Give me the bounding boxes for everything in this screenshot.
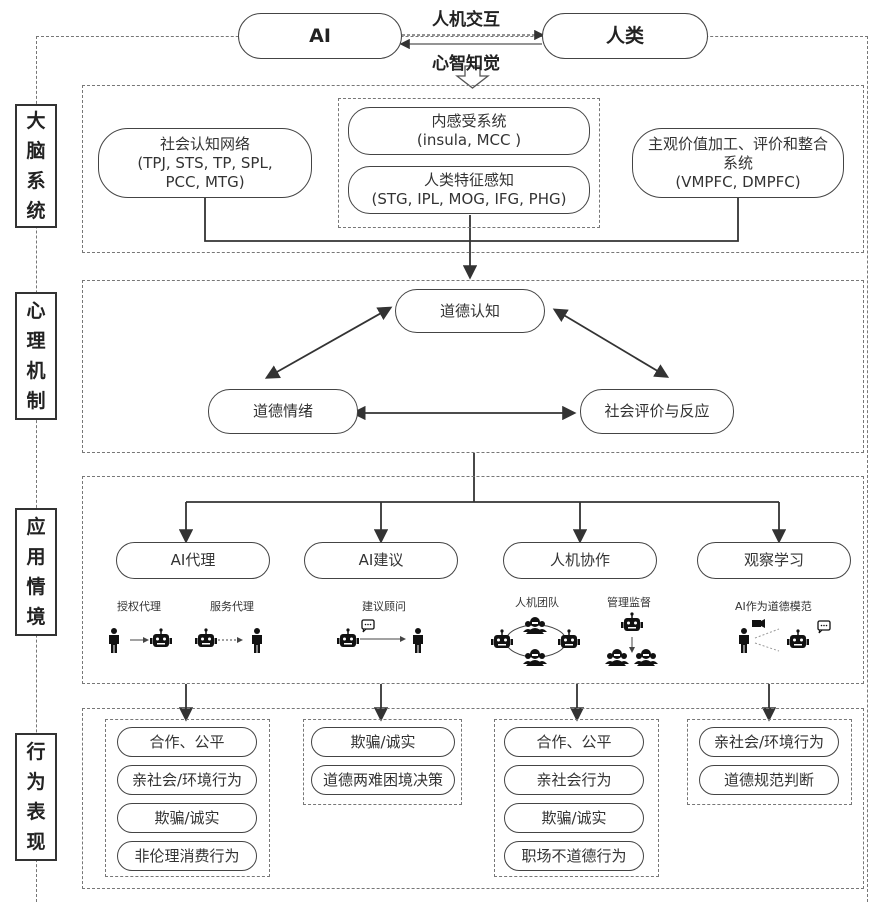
sub-ai-moral-model: AI作为道德模范 — [735, 600, 812, 613]
human-feature-perception: 人类特征感知 (STG, IPL, MOG, IFG, PHG) — [348, 166, 590, 214]
outer-frame — [36, 36, 868, 902]
chat-bubble-icon — [817, 620, 831, 634]
behavior-group-ai-agent — [105, 719, 270, 877]
ai-node: AI — [238, 13, 402, 59]
behavior-item: 合作、公平 — [117, 727, 257, 757]
robot-icon — [786, 628, 810, 649]
behavior-item: 欺骗/诚实 — [504, 803, 644, 833]
sub-service-agent: 服务代理 — [210, 600, 254, 613]
side-char: 用 — [26, 546, 46, 568]
scenario-observational-learning: 观察学习 — [697, 542, 851, 579]
robot-icon — [149, 627, 173, 648]
scenario-section — [82, 476, 864, 684]
scenario-ai-advice: AI建议 — [304, 542, 458, 579]
people-group-icon — [523, 617, 547, 634]
scenario-human-ai-collab: 人机协作 — [503, 542, 657, 579]
side-char: 心 — [26, 300, 46, 322]
side-char: 情 — [26, 576, 46, 598]
behavior-item: 亲社会行为 — [504, 765, 644, 795]
side-char: 统 — [26, 200, 46, 222]
social-cognition-network: 社会认知网络 (TPJ, STS, TP, SPL, PCC, MTG) — [98, 128, 312, 198]
side-char: 行 — [26, 741, 46, 763]
brain-section — [82, 85, 864, 253]
behavior-item: 亲社会/环境行为 — [117, 765, 257, 795]
side-char: 现 — [26, 831, 46, 853]
behavior-group-collab — [494, 719, 659, 877]
behavior-item: 道德两难困境决策 — [311, 765, 455, 795]
side-char: 为 — [26, 771, 46, 793]
hollow-down-arrow — [455, 65, 490, 89]
side-char: 制 — [26, 390, 46, 412]
behavior-item: 道德规范判断 — [699, 765, 839, 795]
chat-bubble-icon — [361, 619, 375, 633]
side-char: 系 — [26, 170, 46, 192]
side-label-psych-mechanism: 心 理 机 制 — [15, 292, 57, 420]
sub-human-ai-team: 人机团队 — [515, 596, 559, 609]
people-group-icon — [634, 649, 658, 666]
behavior-item: 亲社会/环境行为 — [699, 727, 839, 757]
people-group-icon — [605, 649, 629, 666]
cognition-emotion-arrow — [264, 306, 393, 379]
interoception-system: 内感受系统 (insula, MCC ) — [348, 107, 590, 155]
sub-advisor: 建议顾问 — [362, 600, 406, 613]
side-char: 理 — [26, 330, 46, 352]
sub-management-supervision: 管理监督 — [607, 596, 651, 609]
side-label-brain-system: 大 脑 系 统 — [15, 104, 57, 228]
human-node: 人类 — [542, 13, 708, 59]
behavior-item: 欺骗/诚实 — [117, 803, 257, 833]
side-char: 表 — [26, 801, 46, 823]
ai-label: AI — [309, 24, 331, 47]
interaction-label: 人机交互 — [432, 10, 500, 30]
side-char: 大 — [26, 110, 46, 132]
cognition-evaluation-arrow — [552, 308, 670, 378]
robot-icon — [194, 627, 218, 648]
mechanism-section — [82, 280, 864, 453]
robot-icon — [490, 628, 514, 649]
side-label-behavior: 行 为 表 现 — [15, 733, 57, 861]
side-char: 应 — [26, 516, 46, 538]
social-evaluation-response: 社会评价与反应 — [580, 389, 734, 434]
side-char: 脑 — [26, 140, 46, 162]
human-label: 人类 — [605, 24, 644, 47]
scenario-ai-agent: AI代理 — [116, 542, 270, 579]
person-icon — [739, 628, 749, 653]
behavior-item: 非伦理消费行为 — [117, 841, 257, 871]
moral-emotion: 道德情绪 — [208, 389, 358, 434]
person-icon — [109, 628, 119, 653]
mind-perception-label: 心智知觉 — [432, 54, 500, 74]
behavior-item: 职场不道德行为 — [504, 841, 644, 871]
side-char: 机 — [26, 360, 46, 382]
robot-icon — [336, 627, 360, 648]
side-label-scenario: 应 用 情 境 — [15, 508, 57, 636]
behavior-group-observation — [687, 719, 852, 805]
person-icon — [252, 628, 262, 653]
person-icon — [413, 628, 423, 653]
camera-icon — [752, 620, 761, 627]
side-char: 境 — [26, 606, 46, 628]
brain-inner-group — [338, 98, 600, 228]
behavior-item: 合作、公平 — [504, 727, 644, 757]
behavior-section — [82, 708, 864, 889]
sub-delegated-agent: 授权代理 — [117, 600, 161, 613]
moral-cognition: 道德认知 — [395, 289, 545, 333]
behavior-group-ai-advice — [303, 719, 462, 805]
robot-icon — [620, 611, 644, 632]
people-group-icon — [523, 649, 547, 666]
behavior-item: 欺骗/诚实 — [311, 727, 455, 757]
valuation-system: 主观价值加工、评价和整合 系统 (VMPFC, DMPFC) — [632, 128, 844, 198]
